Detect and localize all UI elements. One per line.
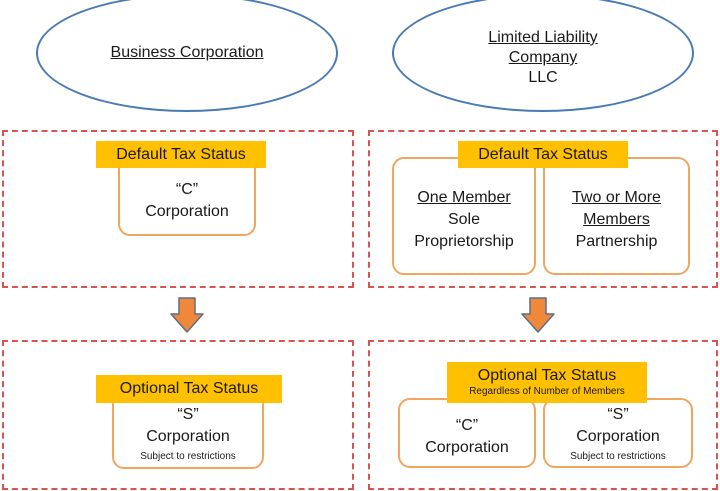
left-optional-section [2,340,354,490]
c-corporation-default-line2: Corporation [145,203,229,220]
right-optional-banner: Optional Tax Status Regardless of Number… [447,362,647,403]
s-corporation-right-box: “S” Corporation Subject to restrictions [543,398,693,468]
right-down-arrow-icon [521,297,555,333]
s-corporation-right-line1: “S” [607,406,629,423]
one-member-heading: One Member [417,189,511,206]
left-optional-banner-label: Optional Tax Status [119,380,259,397]
right-optional-banner-label: Optional Tax Status [477,367,617,384]
one-member-box: One Member Sole Proprietorship [392,157,536,275]
s-corporation-left-box: “S” Corporation Subject to restrictions [112,393,264,469]
c-corporation-right-line1: “C” [455,417,479,434]
right-optional-banner-sub: Regardless of Number of Members [469,386,625,397]
business-corporation-label: Business Corporation [110,44,264,61]
c-corporation-default-box: “C” Corporation [118,156,256,236]
c-corporation-right-line2: Corporation [425,439,509,456]
left-default-banner-label: Default Tax Status [116,145,246,163]
right-default-banner: Default Tax Status [458,141,628,168]
left-optional-banner: Optional Tax Status [96,375,282,403]
right-optional-section [368,340,718,490]
left-default-section [2,130,354,288]
one-member-line2: Proprietorship [414,233,514,250]
llc-ellipse: Limited Liability Company LLC [392,0,694,112]
two-members-box: Two or More Members Partnership [543,157,690,275]
one-member-line1: Sole [447,211,481,228]
c-corporation-default-line1: “C” [175,181,199,198]
llc-label-line3: LLC [528,69,558,86]
c-corporation-right-box: “C” Corporation [398,398,536,468]
two-members-heading2: Members [583,211,650,228]
llc-label-line1: Limited Liability [488,29,598,46]
s-corporation-left-note: Subject to restrictions [140,451,236,462]
s-corporation-right-line2: Corporation [576,428,660,445]
two-members-heading1: Two or More [572,189,661,206]
left-default-banner: Default Tax Status [96,141,266,168]
s-corporation-left-line1: “S” [177,406,199,423]
two-members-line1: Partnership [575,233,658,250]
s-corporation-right-note: Subject to restrictions [570,451,666,462]
s-corporation-left-line2: Corporation [146,428,230,445]
right-default-section [368,130,718,288]
business-corporation-ellipse: Business Corporation [36,0,338,112]
right-default-banner-label: Default Tax Status [478,145,608,163]
llc-label-line2: Company [508,49,578,66]
left-down-arrow-icon [170,297,204,333]
